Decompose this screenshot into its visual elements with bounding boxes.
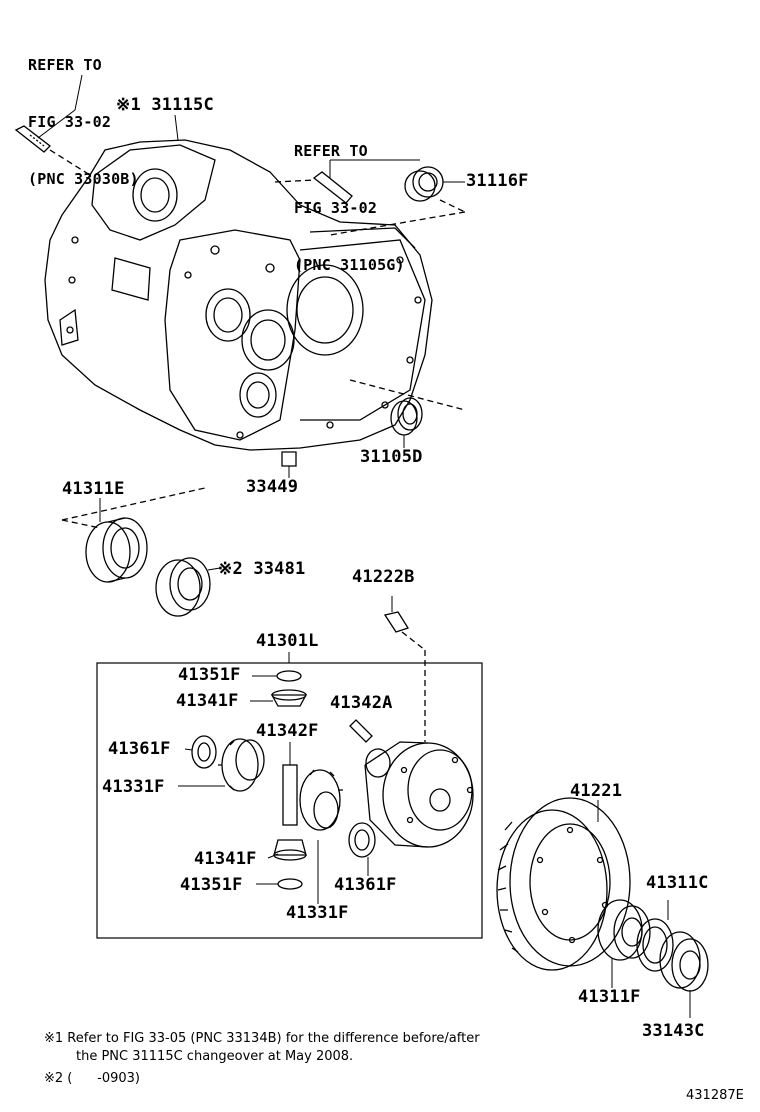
side-gear-41331F-right — [299, 769, 343, 831]
footnote-2: ※2 ( -0903) — [44, 1071, 141, 1086]
bearing-41311C — [597, 899, 651, 961]
pinion-gear-41341F-top — [270, 689, 308, 707]
refer-line: FIG 33-02 — [294, 199, 378, 217]
part-label-33449[interactable]: 33449 — [246, 477, 299, 497]
pinion-gear-41341F-bottom — [273, 839, 307, 861]
part-label-41301L[interactable]: 41301L — [256, 631, 319, 651]
part-label-41331F-left[interactable]: 41331F — [102, 777, 165, 797]
part-label-41222B[interactable]: 41222B — [352, 567, 415, 587]
refer-note-31105G: REFER TO FIG 33-02 (PNC 31105G) — [294, 104, 405, 294]
part-label-41351F-bottom[interactable]: 41351F — [180, 875, 243, 895]
ring-gear-41221 — [496, 797, 631, 971]
part-label-41361F-right[interactable]: 41361F — [334, 875, 397, 895]
part-label-31105D[interactable]: 31105D — [360, 447, 423, 467]
part-label-41311F[interactable]: 41311F — [578, 987, 641, 1007]
shim-33143C — [659, 931, 709, 992]
part-label-41331F-right[interactable]: 41331F — [286, 903, 349, 923]
part-label-31115C[interactable]: ※1 31115C — [116, 95, 214, 115]
footnote-1-line-1: ※1 Refer to FIG 33-05 (PNC 33134B) for t… — [44, 1031, 480, 1046]
part-label-41221[interactable]: 41221 — [570, 781, 623, 801]
footnote-1-line-2: the PNC 31115C changeover at May 2008. — [76, 1049, 354, 1064]
bolt-31105G — [312, 171, 353, 204]
part-label-41351F-top[interactable]: 41351F — [178, 665, 241, 685]
part-label-41341F-bottom[interactable]: 41341F — [194, 849, 257, 869]
transaxle-case — [44, 139, 433, 451]
bolt-33030B — [14, 125, 51, 153]
oil-seal-31116F — [404, 166, 444, 202]
part-label-41342A[interactable]: 41342A — [330, 693, 393, 713]
part-label-41361F-left[interactable]: 41361F — [108, 739, 171, 759]
side-gear-41331F-left — [218, 738, 265, 792]
bearing-race-41311F — [636, 918, 674, 972]
refer-line: (PNC 33030B) — [28, 170, 139, 188]
refer-line: REFER TO — [294, 142, 368, 160]
washer-41351F-top — [276, 670, 302, 682]
part-label-41311C[interactable]: 41311C — [646, 873, 709, 893]
part-label-41342F[interactable]: 41342F — [256, 721, 319, 741]
thrust-washer-41361F-right — [348, 822, 376, 858]
thrust-washer-41361F-left — [191, 735, 217, 769]
part-label-31116F[interactable]: 31116F — [466, 171, 529, 191]
pin-41342A — [349, 719, 373, 743]
bolt-41222B — [383, 611, 409, 633]
bearing-41311E — [85, 517, 148, 583]
refer-note-33030B: REFER TO FIG 33-02 (PNC 33030B) — [28, 18, 139, 208]
part-label-33481[interactable]: ※2 33481 — [218, 559, 306, 579]
part-label-33143C[interactable]: 33143C — [642, 1021, 705, 1041]
straight-pin-33449 — [281, 451, 297, 467]
part-label-41311E[interactable]: 41311E — [62, 479, 125, 499]
refer-line: (PNC 31105G) — [294, 256, 405, 274]
refer-line: FIG 33-02 — [28, 113, 112, 131]
diagram-id: 431287E — [686, 1088, 744, 1103]
differential-kit-box — [96, 662, 483, 939]
differential-case — [364, 741, 474, 848]
washer-41351F-bottom — [277, 878, 303, 890]
refer-line: REFER TO — [28, 56, 102, 74]
part-label-41341F-top[interactable]: 41341F — [176, 691, 239, 711]
pinion-shaft-41342F — [282, 764, 298, 826]
shim-33481 — [155, 557, 211, 617]
oil-seal-31105D — [390, 397, 423, 436]
